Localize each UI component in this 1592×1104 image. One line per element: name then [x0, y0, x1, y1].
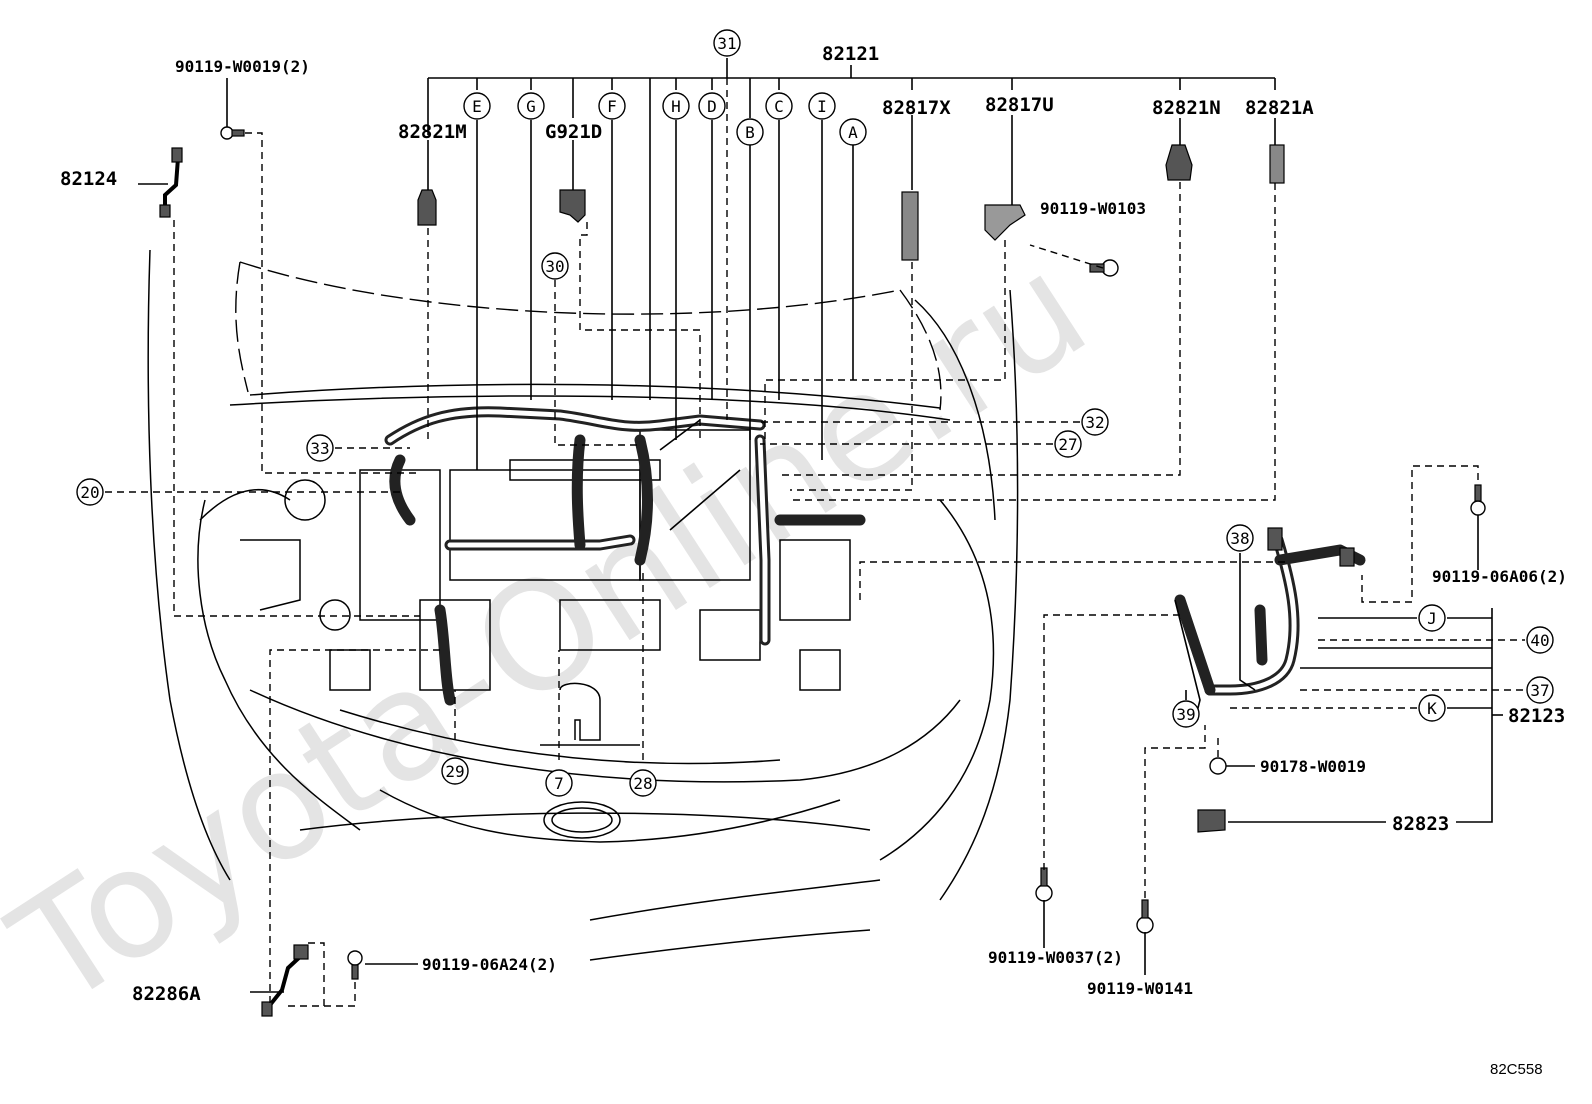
callout-40: 40 [1530, 631, 1549, 650]
label-90119-W0103: 90119-W0103 [1040, 199, 1146, 218]
label-G921D: G921D [545, 121, 602, 143]
label-90119-06A06: 90119-06A06(2) [1432, 567, 1567, 586]
vehicle-body-outline [147, 249, 1019, 961]
callout-33: 33 [310, 439, 329, 458]
label-90178-W0019: 90178-W0019 [1260, 757, 1366, 776]
callout-31: 31 [717, 34, 736, 53]
number-callouts: 31 30 33 20 32 27 38 40 37 39 29 7 28 [76, 29, 1554, 797]
callout-J: J [1427, 609, 1437, 628]
leader-lines [105, 58, 1525, 1007]
callout-B: B [745, 123, 755, 142]
label-82123: 82123 [1508, 705, 1565, 727]
callout-E: E [472, 97, 482, 116]
callout-A: A [848, 123, 858, 142]
callout-30: 30 [545, 257, 564, 276]
callout-7: 7 [554, 774, 564, 793]
engine-wire-harness [384, 406, 866, 706]
callout-38: 38 [1230, 529, 1249, 548]
callout-H: H [671, 97, 681, 116]
callout-K: K [1427, 699, 1437, 718]
callout-39: 39 [1176, 705, 1195, 724]
watermark: Toyota-Online.ru [0, 221, 1116, 1041]
label-82286A: 82286A [132, 983, 201, 1005]
label-82821A: 82821A [1245, 97, 1314, 119]
label-82821M: 82821M [398, 121, 467, 143]
label-90119-W0019: 90119-W0019(2) [175, 57, 310, 76]
label-90119-W0141: 90119-W0141 [1087, 979, 1193, 998]
callout-20: 20 [80, 483, 99, 502]
callout-D: D [707, 97, 717, 116]
part-shapes [159, 126, 1486, 1017]
letter-callouts: E G F H D B C I A J K [463, 92, 1446, 722]
callout-32: 32 [1085, 413, 1104, 432]
label-82124: 82124 [60, 168, 117, 190]
callout-C: C [774, 97, 784, 116]
callout-F: F [607, 97, 617, 116]
label-82817X: 82817X [882, 97, 951, 119]
label-82817U: 82817U [985, 94, 1054, 116]
callout-28: 28 [633, 774, 652, 793]
callout-29: 29 [445, 762, 464, 781]
label-90119-06A24: 90119-06A24(2) [422, 955, 557, 974]
label-82821N: 82821N [1152, 97, 1221, 119]
callout-37: 37 [1530, 681, 1549, 700]
part-number-labels: 82121 90119-W0019(2) 82124 82821M G921D … [60, 43, 1567, 1078]
callout-27: 27 [1058, 435, 1077, 454]
callout-I: I [817, 97, 827, 116]
label-82121: 82121 [822, 43, 879, 65]
harness-82123 [1174, 527, 1366, 721]
label-82823: 82823 [1392, 813, 1449, 835]
figure-code: 82C558 [1490, 1061, 1543, 1078]
label-90119-W0037: 90119-W0037(2) [988, 948, 1123, 967]
callout-G: G [526, 97, 536, 116]
